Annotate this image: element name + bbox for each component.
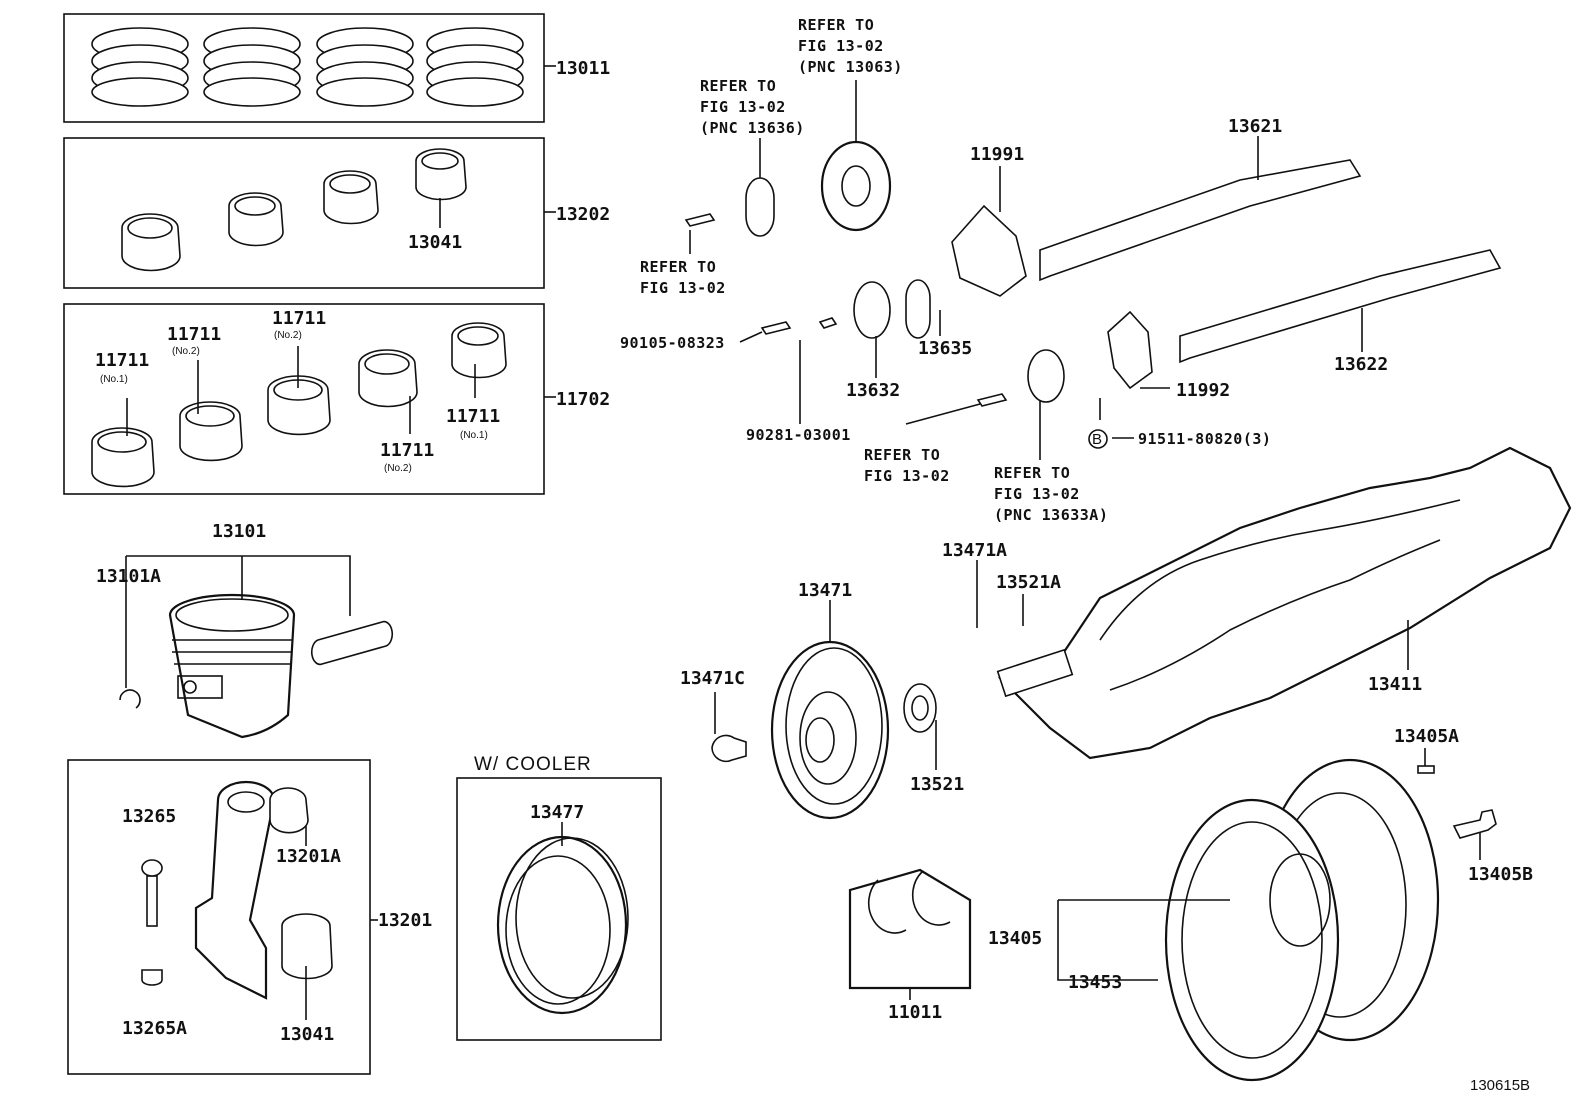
part-note-no1-e: (No.1) (460, 430, 488, 441)
part-label-13453: 13453 (1068, 972, 1122, 993)
svg-text:FIG 13-02: FIG 13-02 (864, 467, 950, 485)
part-label-13041-upper: 13041 (408, 232, 462, 253)
part-label-13521: 13521 (910, 774, 964, 795)
part-label-13101: 13101 (212, 521, 266, 542)
piston-drawing (119, 593, 394, 739)
part-label-13405B: 13405B (1468, 864, 1533, 885)
part-label-11991: 11991 (970, 144, 1024, 165)
part-label-13521A: 13521A (996, 572, 1061, 593)
circle-b-marker (1088, 429, 1108, 449)
refer-note-pnc-13633a: REFER TO FIG 13-02 (PNC 13633A) (994, 464, 1108, 524)
part-label-11702: 11702 (556, 389, 610, 410)
part-label-11711-e: 11711 (446, 406, 500, 427)
part-label-13041-lower: 13041 (280, 1024, 334, 1045)
circle-b-letter: B (1092, 431, 1102, 448)
part-note-no2-b: (No.2) (172, 346, 200, 357)
part-label-13471C: 13471C (680, 668, 745, 689)
part-label-13011: 13011 (556, 58, 610, 79)
svg-text:REFER TO: REFER TO (864, 446, 940, 464)
refer-note-fig-13-02-b: REFER TO FIG 13-02 (864, 446, 950, 485)
thrust-washer-drawing (848, 868, 972, 990)
part-label-13635: 13635 (918, 338, 972, 359)
svg-text:(PNC 13633A): (PNC 13633A) (994, 506, 1108, 524)
part-label-11711-d: 11711 (380, 440, 434, 461)
conrod-bearing-drawing (121, 148, 467, 272)
part-label-11711-c: 11711 (272, 308, 326, 329)
svg-text:FIG 13-02: FIG 13-02 (994, 485, 1080, 503)
cooler-pulley-drawing (496, 835, 629, 1015)
piston-ring-set-drawing (91, 27, 524, 107)
flywheel-drawing (1164, 758, 1497, 1082)
part-label-11011: 11011 (888, 1002, 942, 1023)
refer-note-fig-13-02-a: REFER TO FIG 13-02 (640, 258, 726, 297)
part-label-13405A: 13405A (1394, 726, 1459, 747)
svg-text:REFER TO: REFER TO (700, 77, 776, 95)
part-label-90105-08323: 90105-08323 (620, 334, 725, 352)
svg-text:FIG 13-02: FIG 13-02 (640, 279, 726, 297)
part-label-13471A: 13471A (942, 540, 1007, 561)
svg-text:(PNC 13636): (PNC 13636) (700, 119, 805, 137)
part-label-13265: 13265 (122, 806, 176, 827)
part-label-11711-a: 11711 (95, 350, 149, 371)
main-bearing-drawing (91, 322, 507, 488)
part-label-13265A: 13265A (122, 1018, 187, 1039)
part-label-13622: 13622 (1334, 354, 1388, 375)
part-label-13621: 13621 (1228, 116, 1282, 137)
part-note-no2-c: (No.2) (274, 330, 302, 341)
part-note-no2-d: (No.2) (384, 463, 412, 474)
svg-text:REFER TO: REFER TO (640, 258, 716, 276)
svg-text:(PNC 13063): (PNC 13063) (798, 58, 903, 76)
crank-bearing-box (63, 137, 545, 289)
connecting-rod-drawing (141, 780, 333, 1000)
part-label-13201A: 13201A (276, 846, 341, 867)
figure-code: 130615B (1470, 1077, 1530, 1094)
part-label-13411: 13411 (1368, 674, 1422, 695)
svg-text:FIG 13-02: FIG 13-02 (798, 37, 884, 55)
part-label-13477: 13477 (530, 802, 584, 823)
leader-lines (125, 65, 1481, 1020)
camshaft-gear-drawing (684, 140, 1153, 407)
refer-note-pnc-13636: REFER TO FIG 13-02 (PNC 13636) (700, 77, 805, 137)
main-bearing-box (63, 303, 545, 495)
part-label-13101A: 13101A (96, 566, 161, 587)
part-label-91511-80820: 91511-80820(3) (1138, 430, 1271, 448)
crankshaft-drawing (996, 446, 1572, 760)
piston-ring-box (63, 13, 545, 123)
crank-pulley-drawing (711, 640, 937, 820)
part-label-13201: 13201 (378, 910, 432, 931)
part-label-13471: 13471 (798, 580, 852, 601)
part-label-11992: 11992 (1176, 380, 1230, 401)
svg-text:FIG 13-02: FIG 13-02 (700, 98, 786, 116)
conrod-box (67, 759, 371, 1075)
part-label-90281-03001: 90281-03001 (746, 426, 851, 444)
svg-text:REFER TO: REFER TO (994, 464, 1070, 482)
part-label-13405: 13405 (988, 928, 1042, 949)
cooler-box (456, 777, 662, 1041)
part-label-11711-b: 11711 (167, 324, 221, 345)
svg-text:REFER TO: REFER TO (798, 16, 874, 34)
part-label-13632: 13632 (846, 380, 900, 401)
part-note-no1-a: (No.1) (100, 374, 128, 385)
part-label-13202: 13202 (556, 204, 610, 225)
refer-note-pnc-13063: REFER TO FIG 13-02 (PNC 13063) (798, 16, 903, 76)
cooler-caption: W/ COOLER (474, 754, 592, 775)
